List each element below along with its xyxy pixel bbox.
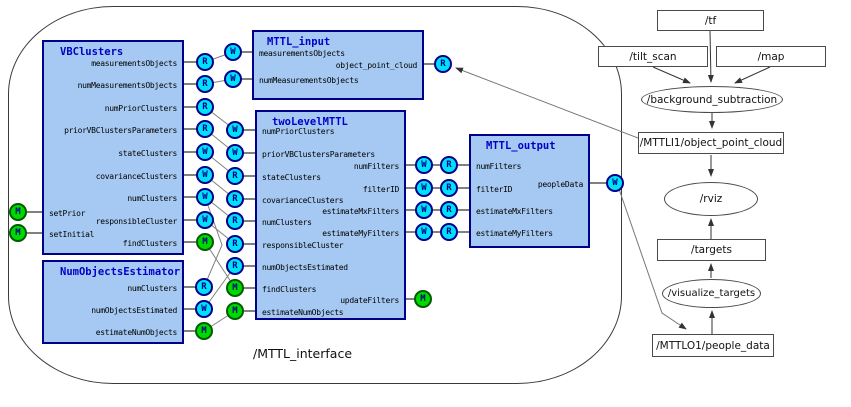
write-port-circle: W (224, 70, 242, 88)
port-peopledata: peopleData (537, 180, 583, 189)
node-mttl-output: MTTL_output numFilters peopleData filter… (469, 134, 590, 248)
read-port-circle: R (226, 257, 244, 275)
port-estimatemxfilters: estimateMxFilters (476, 207, 553, 216)
port-stateclusters: stateClusters (262, 173, 321, 182)
write-port-circle: W (196, 188, 214, 206)
write-port-circle: W (196, 143, 214, 161)
read-port-circle: R (196, 98, 214, 116)
port-estimatemyfilters: estimateMyFilters (476, 229, 553, 238)
node-twolevelmttl: twoLevelMTTL numPriorClusters priorVBClu… (255, 110, 406, 320)
port-nummeasurementsobjects: numMeasurementsObjects (77, 81, 178, 90)
port-findclusters: findClusters (262, 285, 317, 294)
port-filterid: filterID (362, 185, 399, 194)
method-port-circle: M (196, 233, 214, 251)
read-port-circle: R (440, 156, 458, 174)
node-background-subtraction: /background_subtraction (641, 86, 783, 113)
write-port-circle: W (196, 166, 214, 184)
port-estimatemxfilters: estimateMxFilters (322, 207, 399, 216)
read-port-circle: R (195, 278, 213, 296)
node-title: MTTL_output (486, 140, 556, 152)
method-port-circle: M (195, 322, 213, 340)
port-numfilters: numFilters (353, 162, 399, 171)
topic-mttli1-object-point-cloud: /MTTLI1/object_point_cloud (638, 132, 784, 154)
port-stateclusters: stateClusters (118, 149, 177, 158)
node-title: VBClusters (60, 46, 124, 58)
node-rviz: /rviz (664, 182, 758, 216)
port-estimatemyfilters: estimateMyFilters (322, 229, 399, 238)
read-port-circle: R (226, 190, 244, 208)
port-setinitial: setInitial (49, 230, 95, 239)
write-port-circle: W (415, 223, 433, 241)
topic-mttlo1-people-data: /MTTLO1/people_data (652, 334, 774, 357)
port-object-point-cloud: object_point_cloud (335, 61, 418, 70)
read-port-circle: R (226, 212, 244, 230)
port-covarianceclusters: covarianceClusters (262, 196, 344, 205)
port-setprior: setPrior (49, 209, 86, 218)
port-priorvbclustersparameters: priorVBClustersParameters (64, 126, 177, 135)
port-nummeasurementsobjects: numMeasurementsObjects (259, 76, 359, 85)
external-edges (652, 30, 771, 334)
port-filterid: filterID (476, 185, 513, 194)
node-title: twoLevelMTTL (272, 116, 348, 128)
write-port-circle: W (226, 121, 244, 139)
read-port-circle: R (196, 75, 214, 93)
write-port-circle: W (226, 144, 244, 162)
port-measurementsobjects: measurementsObjects (259, 49, 345, 58)
read-port-circle: R (196, 53, 214, 71)
port-numpriorclusters: numPriorClusters (262, 127, 335, 136)
method-port-circle: M (414, 290, 432, 308)
port-numclusters: numClusters (127, 284, 177, 293)
port-numobjectsestimated: numObjectsEstimated (91, 306, 177, 315)
node-mttl-input: MTTL_input measurementsObjects object_po… (252, 30, 424, 100)
write-port-circle: W (415, 201, 433, 219)
method-port-circle: M (226, 279, 244, 297)
port-responsiblecluster: responsibleCluster (262, 241, 344, 250)
topic-tf: /tf (657, 10, 764, 31)
method-port-circle: M (226, 302, 244, 320)
node-title: NumObjectsEstimator (60, 266, 181, 278)
port-findclusters: findClusters (122, 239, 178, 248)
read-port-circle: R (440, 179, 458, 197)
port-numobjectsestimated: numObjectsEstimated (262, 263, 348, 272)
port-estimatenumobjects: estimateNumObjects (95, 328, 178, 337)
read-port-circle: R (440, 223, 458, 241)
read-port-circle: R (440, 201, 458, 219)
port-updatefilters: updateFilters (340, 296, 399, 305)
node-vbclusters: VBClusters measurementsObjects numMeasur… (42, 40, 184, 255)
method-port-circle: M (9, 224, 27, 242)
port-covarianceclusters: covarianceClusters (95, 172, 178, 181)
port-priorvbclustersparameters: priorVBClustersParameters (262, 150, 375, 159)
port-numclusters: numClusters (127, 194, 177, 203)
interface-label: /MTTL_interface (253, 346, 353, 361)
port-estimatenumobjects: estimateNumObjects (262, 308, 344, 317)
read-port-circle: R (226, 235, 244, 253)
read-port-circle: R (434, 55, 452, 73)
write-port-circle: W (195, 300, 213, 318)
node-numobjectsestimator: NumObjectsEstimator numClusters numObjec… (42, 260, 184, 344)
port-numpriorclusters: numPriorClusters (104, 104, 178, 113)
write-port-circle: W (606, 174, 624, 192)
write-port-circle: W (224, 43, 242, 61)
port-responsiblecluster: responsibleCluster (95, 217, 178, 226)
write-port-circle: W (196, 211, 214, 229)
interface-topic-edges (455, 67, 687, 330)
node-title: MTTL_input (267, 36, 331, 48)
read-port-circle: R (196, 120, 214, 138)
port-numfilters: numFilters (476, 162, 522, 171)
write-port-circle: W (415, 179, 433, 197)
read-port-circle: R (226, 167, 244, 185)
write-port-circle: W (415, 156, 433, 174)
method-port-circle: M (9, 203, 27, 221)
topic-targets: /targets (657, 239, 766, 261)
topic-tilt-scan: /tilt_scan (598, 46, 708, 67)
port-numclusters: numClusters (262, 218, 312, 227)
topic-map: /map (716, 46, 826, 67)
node-visualize-targets: /visualize_targets (662, 279, 761, 308)
port-measurementsobjects: measurementsObjects (91, 59, 177, 68)
